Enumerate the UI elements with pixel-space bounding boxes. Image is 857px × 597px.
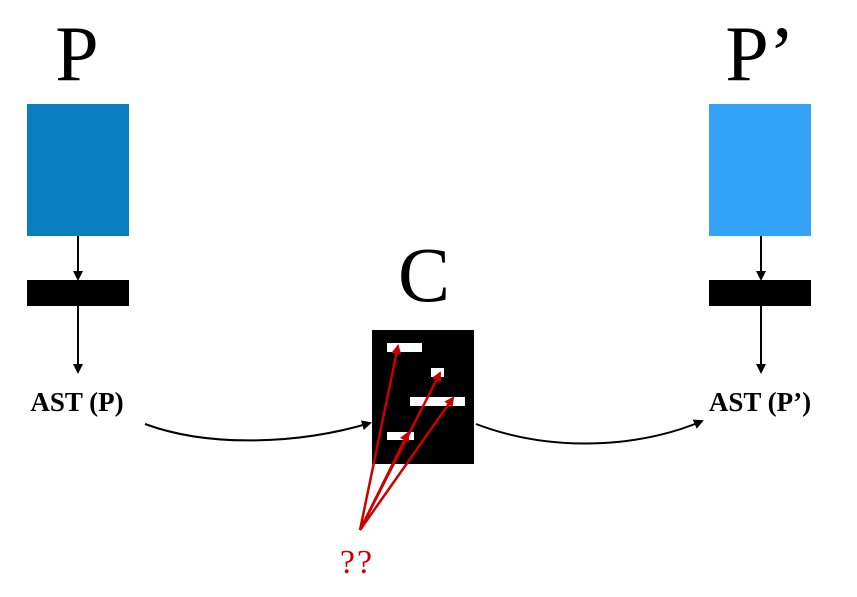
unknown-label: ?? <box>340 544 374 581</box>
right-parser-bar <box>709 280 811 306</box>
arrow-c-to-right-ast <box>475 419 704 445</box>
question-arrow <box>358 344 402 531</box>
left-program-title: P <box>55 10 98 97</box>
right-program-title: P’ <box>725 10 794 97</box>
left-ast-label: AST (P) <box>30 387 123 417</box>
arrow-left-ast-to-c <box>144 420 372 442</box>
left-parser-bar <box>27 280 129 306</box>
question-arrow <box>358 396 455 531</box>
question-arrow <box>358 431 410 531</box>
center-highlight <box>410 397 465 406</box>
right-ast-label: AST (P’) <box>709 387 811 417</box>
left-program-box <box>27 104 129 236</box>
center-title: C <box>398 231 450 318</box>
center-highlight <box>387 343 422 352</box>
right-program-box <box>709 104 811 236</box>
